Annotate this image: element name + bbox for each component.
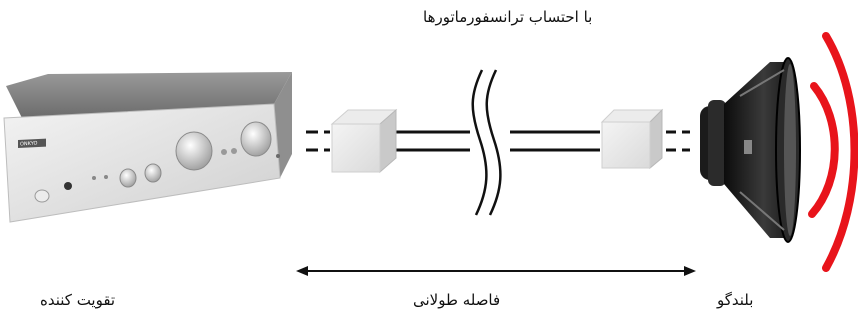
- transformer-2: [600, 108, 664, 170]
- headphone-jack: [64, 182, 72, 190]
- sound-wave-icon: [808, 32, 858, 272]
- volume-knob: [240, 121, 272, 157]
- small-button: [231, 148, 237, 154]
- sound-wave-inner: [808, 82, 839, 218]
- power-button: [34, 189, 50, 203]
- cable: [306, 130, 690, 152]
- tone-knob: [119, 168, 137, 188]
- distance-break-icon: [471, 69, 502, 216]
- amplifier-front: [3, 103, 281, 223]
- speaker: [700, 57, 801, 243]
- transformers-label: با احتساب ترانسفورماتورها: [423, 8, 593, 26]
- small-button: [221, 149, 227, 155]
- selector-knob: [175, 131, 213, 171]
- tone-knob: [144, 163, 162, 183]
- amplifier: ONKYO: [3, 72, 292, 223]
- transformer-1: [330, 108, 398, 174]
- long-distance-label: فاصله طولانی: [413, 291, 501, 309]
- brand-plate: [18, 138, 46, 149]
- sound-wave-outer: [822, 32, 858, 272]
- indicator-led: [104, 175, 108, 179]
- indicator-led: [276, 154, 280, 158]
- speaker-label: بلندگو: [717, 291, 754, 309]
- speaker-basket: [724, 62, 790, 238]
- amplifier-side: [274, 72, 292, 178]
- distance-arrow: [296, 266, 696, 276]
- indicator-led: [92, 176, 96, 180]
- amplifier-label: تقویت کننده: [40, 291, 116, 309]
- brand-text: ONKYO: [20, 141, 38, 148]
